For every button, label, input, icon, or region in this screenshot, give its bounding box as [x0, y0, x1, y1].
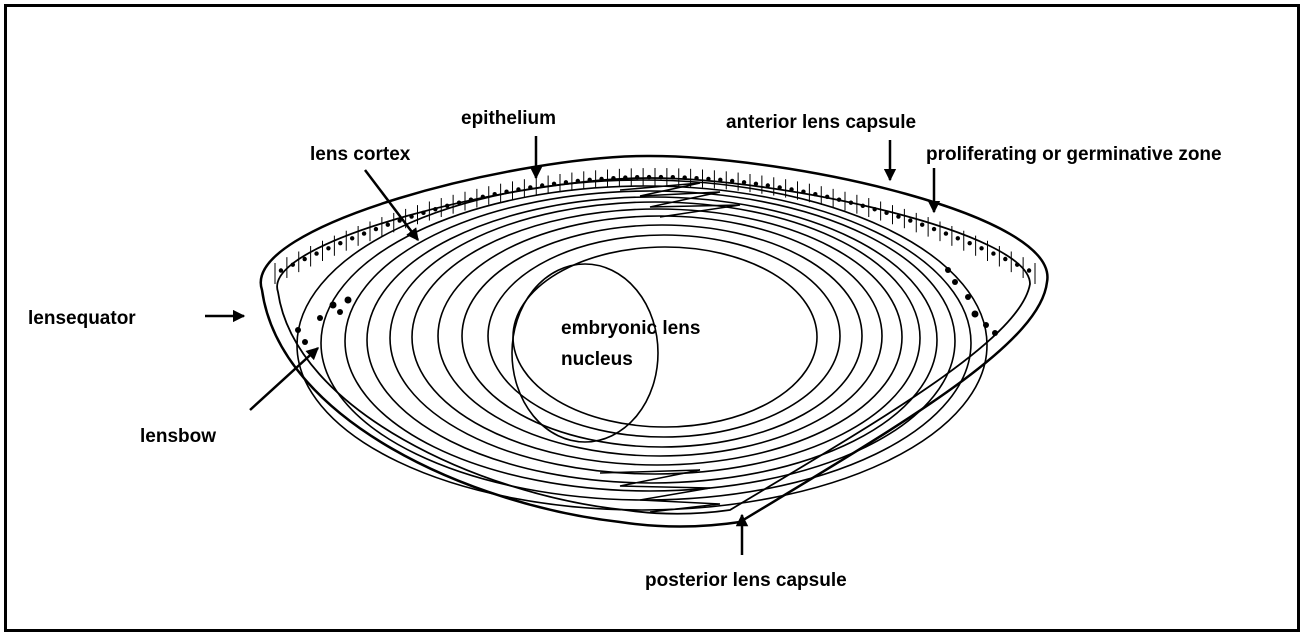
epithelium-cell-nucleus [908, 218, 912, 222]
label-posterior-lens-capsule: posterior lens capsule [645, 570, 847, 591]
epithelium-cell-nucleus [659, 175, 663, 179]
label-nucleus: nucleus [561, 349, 633, 370]
epithelium-cell-nucleus [872, 207, 876, 211]
epithelium-cell-nucleus [920, 223, 924, 227]
epithelium-cell-nucleus [362, 231, 366, 235]
label-lensbow: lensbow [140, 426, 216, 447]
epithelium-cell-nucleus [730, 179, 734, 183]
label-proliferating-zone: proliferating or germinative zone [926, 144, 1222, 165]
label-embryonic-lens: embryonic lens [561, 318, 700, 339]
epithelium-cell-nucleus [433, 207, 437, 211]
epithelium-cell-nucleus [611, 176, 615, 180]
epithelium-cell-nucleus [409, 214, 413, 218]
epithelium-cell-nucleus [849, 200, 853, 204]
epithelium-cell-nucleus [956, 236, 960, 240]
epithelium-cell-nucleus [967, 241, 971, 245]
epithelium-cell-nucleus [338, 241, 342, 245]
epithelium-cell-nucleus [1027, 268, 1031, 272]
epithelium-cell-nucleus [754, 182, 758, 186]
epithelium-cell-nucleus [837, 197, 841, 201]
epithelium-cell-nucleus [742, 180, 746, 184]
epithelium-cell-nucleus [291, 262, 295, 266]
epithelium-cell-nucleus [861, 204, 865, 208]
lensbow-leader [250, 348, 318, 410]
epithelium-cell-nucleus [314, 251, 318, 255]
epithelium-cell-nucleus [671, 175, 675, 179]
epithelium-cell-nucleus [635, 175, 639, 179]
epithelium-cell-nucleus [884, 211, 888, 215]
annotation-arrows [205, 136, 934, 555]
label-lensequator: lensequator [28, 308, 136, 329]
epithelium-cell-nucleus [1003, 257, 1007, 261]
epithelium-cell-nucleus [326, 246, 330, 250]
label-epithelium: epithelium [461, 108, 556, 129]
epithelium-cell-nucleus [979, 246, 983, 250]
epithelium-cell-nucleus [766, 183, 770, 187]
lens-fibers [297, 180, 987, 510]
epithelium-cell-nucleus [789, 187, 793, 191]
lens-sutures [600, 183, 740, 512]
epithelium-cell-nucleus [647, 175, 651, 179]
epithelium-cell-nucleus [386, 223, 390, 227]
epithelium-cell-nucleus [421, 211, 425, 215]
epithelium-cell-nucleus [682, 175, 686, 179]
epithelium-cell-nucleus [991, 251, 995, 255]
epithelium-cell-nucleus [706, 177, 710, 181]
epithelium-cell-nucleus [350, 236, 354, 240]
epithelium-cell-nucleus [718, 178, 722, 182]
epithelium-cell-nucleus [1015, 262, 1019, 266]
epithelium-cell-nucleus [801, 190, 805, 194]
epithelium-cell-nucleus [896, 214, 900, 218]
epithelium-cell-nucleus [694, 176, 698, 180]
epithelium-cell-nucleus [302, 257, 306, 261]
epithelium-cell-nucleus [445, 204, 449, 208]
epithelium-cell-nucleus [623, 175, 627, 179]
lens-cortex-leader [365, 170, 418, 240]
epithelium-cell-nucleus [825, 195, 829, 199]
epithelium-cell-nucleus [279, 268, 283, 272]
label-lens-cortex: lens cortex [310, 144, 411, 165]
epithelium-cell-nucleus [932, 227, 936, 231]
epithelium-cell-nucleus [944, 231, 948, 235]
epithelium-cell-nucleus [813, 192, 817, 196]
epithelium-cell-nucleus [777, 185, 781, 189]
epithelium-cell-nucleus [374, 227, 378, 231]
label-anterior-lens-capsule: anterior lens capsule [726, 112, 916, 133]
